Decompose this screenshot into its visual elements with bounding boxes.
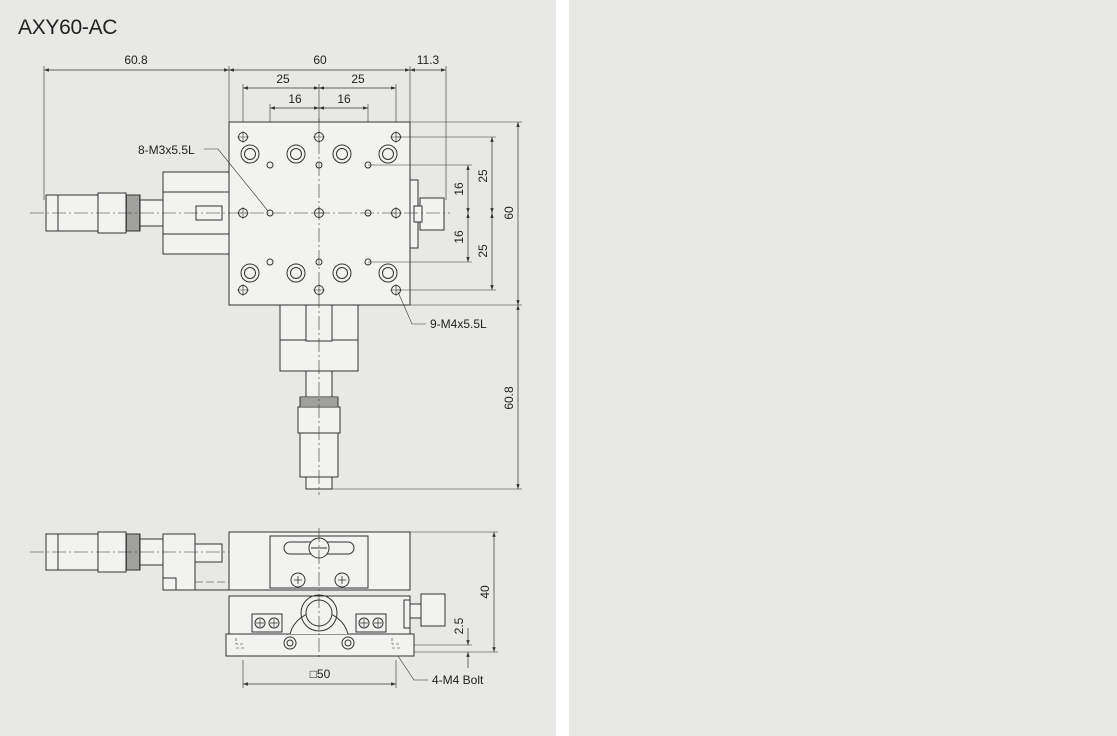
dim-right-25-top: 25 <box>476 169 490 183</box>
dim-height-2-5: 2.5 <box>452 617 466 634</box>
dim-base-50: □50 <box>310 667 331 681</box>
dim-width: 60 <box>313 53 327 67</box>
dim-right-60: 60 <box>502 206 516 220</box>
side-view <box>30 528 498 688</box>
blank-panel <box>569 0 1117 736</box>
m3-holes <box>266 161 372 266</box>
dim-right-overhang: 11.3 <box>417 53 440 67</box>
dim-bottom-overhang: 60.8 <box>502 386 516 410</box>
callout-m3-holes: 8-M3x5.5L <box>138 143 195 157</box>
callout-m4-holes: 9-M4x5.5L <box>430 317 487 331</box>
dim-pitch-25-right: 25 <box>351 72 365 86</box>
dim-left-overhang: 60.8 <box>124 53 148 67</box>
dim-right-25-bottom: 25 <box>476 244 490 258</box>
dim-pitch-16-right: 16 <box>337 92 351 106</box>
dim-right-16-bottom: 16 <box>452 230 466 244</box>
model-title: AXY60-AC <box>18 16 118 39</box>
dim-height-40: 40 <box>478 585 492 599</box>
counterbore-holes <box>240 144 398 283</box>
callout-bolts: 4-M4 Bolt <box>432 673 484 687</box>
technical-drawing: 60.8 60 11.3 25 25 16 16 60 25 25 16 16 … <box>30 53 522 688</box>
dim-right-16-top: 16 <box>452 182 466 196</box>
dim-pitch-16-left: 16 <box>288 92 302 106</box>
top-view <box>30 66 522 495</box>
dim-pitch-25-left: 25 <box>276 72 290 86</box>
top-plate <box>228 121 411 306</box>
